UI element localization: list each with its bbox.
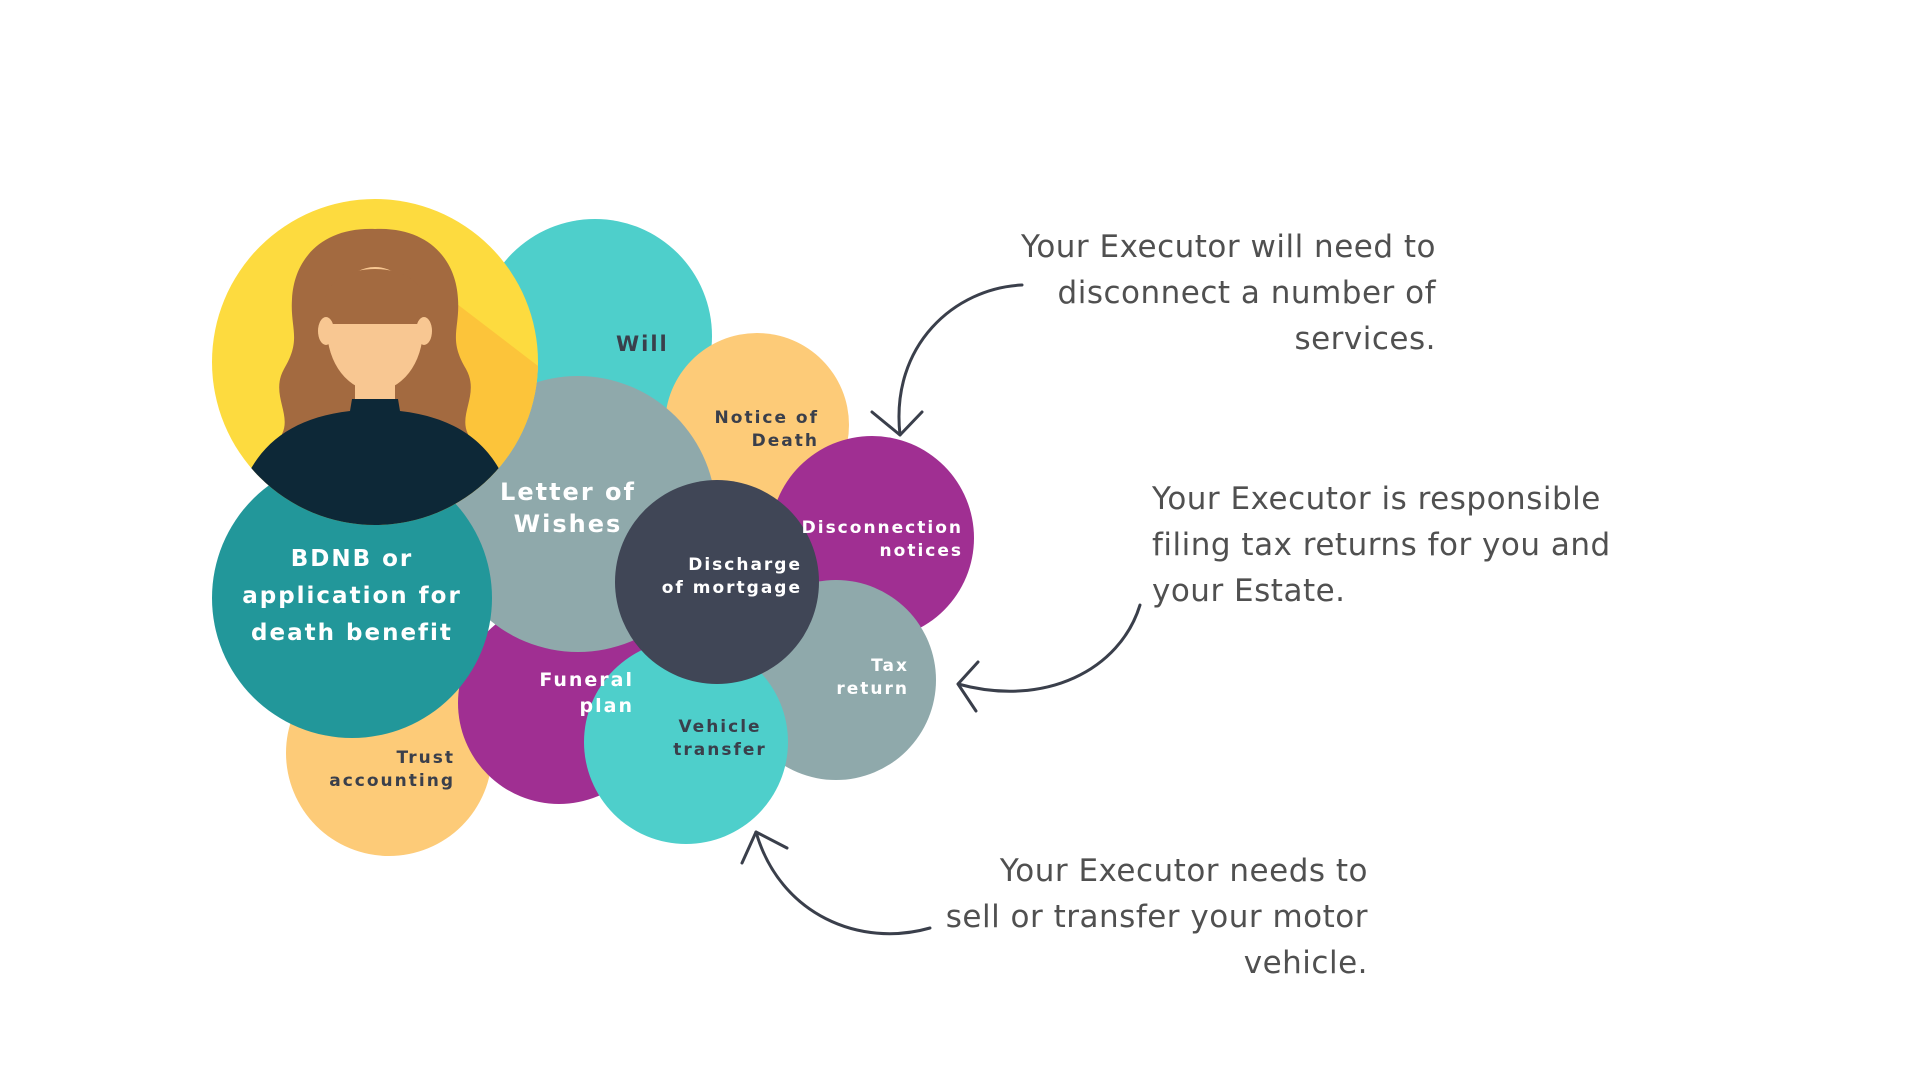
person-avatar-icon	[212, 199, 538, 525]
arrowhead-tax-icon	[956, 660, 980, 713]
label-line: Will	[616, 332, 669, 356]
label-line: return	[836, 678, 909, 699]
label-line: transfer	[673, 739, 767, 760]
note-line: sell or transfer your motor	[945, 899, 1368, 935]
arrow-to-disconnection-icon	[897, 283, 1024, 437]
label-will: Will	[616, 330, 669, 358]
label-line: Discharge	[688, 555, 802, 575]
label-line: BDNB or	[290, 546, 414, 572]
note-vehicle-transfer: Your Executor needs to sell or transfer y…	[946, 848, 1368, 986]
note-line: filing tax returns for you and	[1152, 527, 1611, 563]
label-line: Death	[751, 430, 819, 451]
note-line: Your Executor will need to	[1021, 229, 1436, 265]
label-line: Wishes	[513, 510, 623, 539]
note-line: services.	[1294, 321, 1436, 357]
label-line: death benefit	[251, 620, 453, 646]
label-line: Letter of	[500, 478, 636, 506]
label-line: application for	[242, 583, 462, 609]
arrowhead-vehicle-icon	[740, 830, 789, 865]
arrow-to-tax-icon	[956, 603, 1142, 693]
label-funeral-plan: Funeral plan	[539, 668, 634, 719]
label-line: accounting	[329, 770, 455, 791]
label-line: Vehicle	[678, 717, 762, 737]
label-line: Notice of	[714, 408, 819, 428]
label-line: of mortgage	[661, 577, 802, 598]
note-tax-returns: Your Executor is responsible filing tax r…	[1152, 476, 1611, 614]
label-line: plan	[579, 694, 634, 717]
note-disconnect-services: Your Executor will need to disconnect a n…	[1021, 224, 1436, 362]
label-bdnb: BDNB or application for death benefit	[232, 541, 472, 652]
label-letter-of-wishes: Letter of Wishes	[498, 476, 638, 541]
label-line: Disconnection	[801, 518, 963, 538]
note-line: disconnect a number of	[1057, 275, 1436, 311]
note-line: vehicle.	[1243, 945, 1368, 981]
note-line: your Estate.	[1152, 573, 1346, 609]
label-line: Tax	[871, 656, 909, 676]
label-line: Funeral	[539, 669, 634, 691]
bubble-discharge-of-mortgage	[615, 480, 819, 684]
note-line: Your Executor needs to	[999, 853, 1368, 889]
note-line: Your Executor is responsible	[1152, 481, 1601, 517]
label-line: Trust	[396, 748, 455, 768]
arrow-to-vehicle-icon	[754, 830, 932, 936]
arrowhead-disconnection-icon	[870, 410, 924, 437]
label-line: notices	[879, 540, 963, 561]
